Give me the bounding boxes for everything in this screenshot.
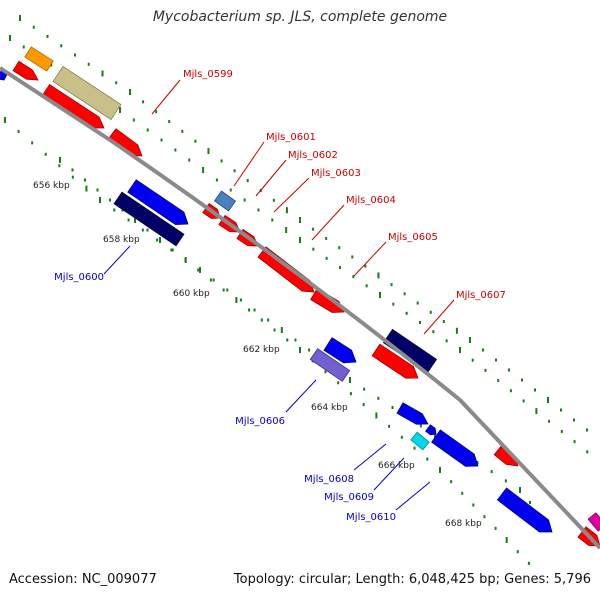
gene-forward	[12, 60, 39, 81]
gene-leader-line	[423, 299, 455, 335]
gene-forward	[41, 84, 105, 129]
gene-slateblue	[309, 348, 351, 382]
gene-magenta	[587, 512, 600, 532]
gene-label-forward[interactable]: Mjls_0603	[311, 168, 361, 179]
gene-reverse	[396, 402, 429, 425]
gene-forward	[371, 343, 419, 379]
genome-backbone	[0, 66, 600, 550]
gene-forward	[310, 287, 345, 313]
gene-label-reverse[interactable]: Mjls_0610	[346, 512, 396, 523]
gene-reverse	[496, 487, 553, 533]
gene-reverse	[431, 429, 479, 467]
gene-cyan	[410, 431, 430, 451]
gene-steelblue	[213, 190, 237, 212]
map-title: Mycobacterium sp. JLS, complete genome	[152, 9, 448, 25]
accession-text: Accession: NC_009077	[9, 572, 157, 587]
scale-tick-label: 664 kbp	[311, 403, 348, 413]
gene-orange	[24, 46, 54, 72]
gene-forward	[257, 246, 315, 293]
scale-tick-label: 658 kbp	[103, 235, 140, 245]
gene-leader-line	[255, 159, 287, 197]
gene-label-forward[interactable]: Mjls_0605	[388, 232, 438, 243]
gene-reverse	[323, 337, 357, 364]
gene-label-forward[interactable]: Mjls_0599	[183, 69, 233, 80]
gene-leader-line	[373, 457, 405, 491]
gene-olive	[52, 65, 122, 121]
gene-label-reverse[interactable]: Mjls_0608	[304, 474, 354, 485]
scale-tick-label: 662 kbp	[243, 345, 280, 355]
gene-label-forward[interactable]: Mjls_0604	[346, 195, 396, 206]
gene-label-forward[interactable]: Mjls_0607	[456, 290, 506, 301]
gene-labels-layer: Mjls_0599Mjls_0601Mjls_0602Mjls_0603Mjls…	[54, 69, 506, 523]
scale-tick-label: 668 kbp	[445, 519, 482, 529]
gene-label-reverse[interactable]: Mjls_0606	[235, 416, 285, 427]
gene-leader-line	[233, 141, 265, 187]
scale-tick-label: 656 kbp	[33, 181, 70, 191]
gene-label-reverse[interactable]: Mjls_0600	[54, 272, 104, 283]
gene-label-forward[interactable]: Mjls_0601	[266, 132, 316, 143]
gene-label-forward[interactable]: Mjls_0602	[288, 150, 338, 161]
gene-leader-line	[285, 379, 317, 413]
gene-leader-line	[353, 241, 387, 277]
gene-reverse-navy	[113, 191, 185, 247]
gene-leader-line	[151, 79, 181, 115]
gene-reverse	[127, 179, 189, 225]
backbone-layer	[0, 66, 600, 550]
genome-stats-text: Topology: circular; Length: 6,048,425 bp…	[233, 572, 591, 587]
gene-label-reverse[interactable]: Mjls_0609	[324, 492, 374, 503]
genes-layer	[0, 46, 600, 547]
gene-leader-line	[353, 443, 387, 471]
scale-tick-label: 660 kbp	[173, 289, 210, 299]
gene-leader-line	[395, 481, 431, 511]
gene-leader-line	[273, 177, 310, 213]
gene-leader-line	[311, 204, 345, 241]
gene-reverse	[425, 424, 437, 436]
gene-leader-line	[103, 245, 131, 275]
